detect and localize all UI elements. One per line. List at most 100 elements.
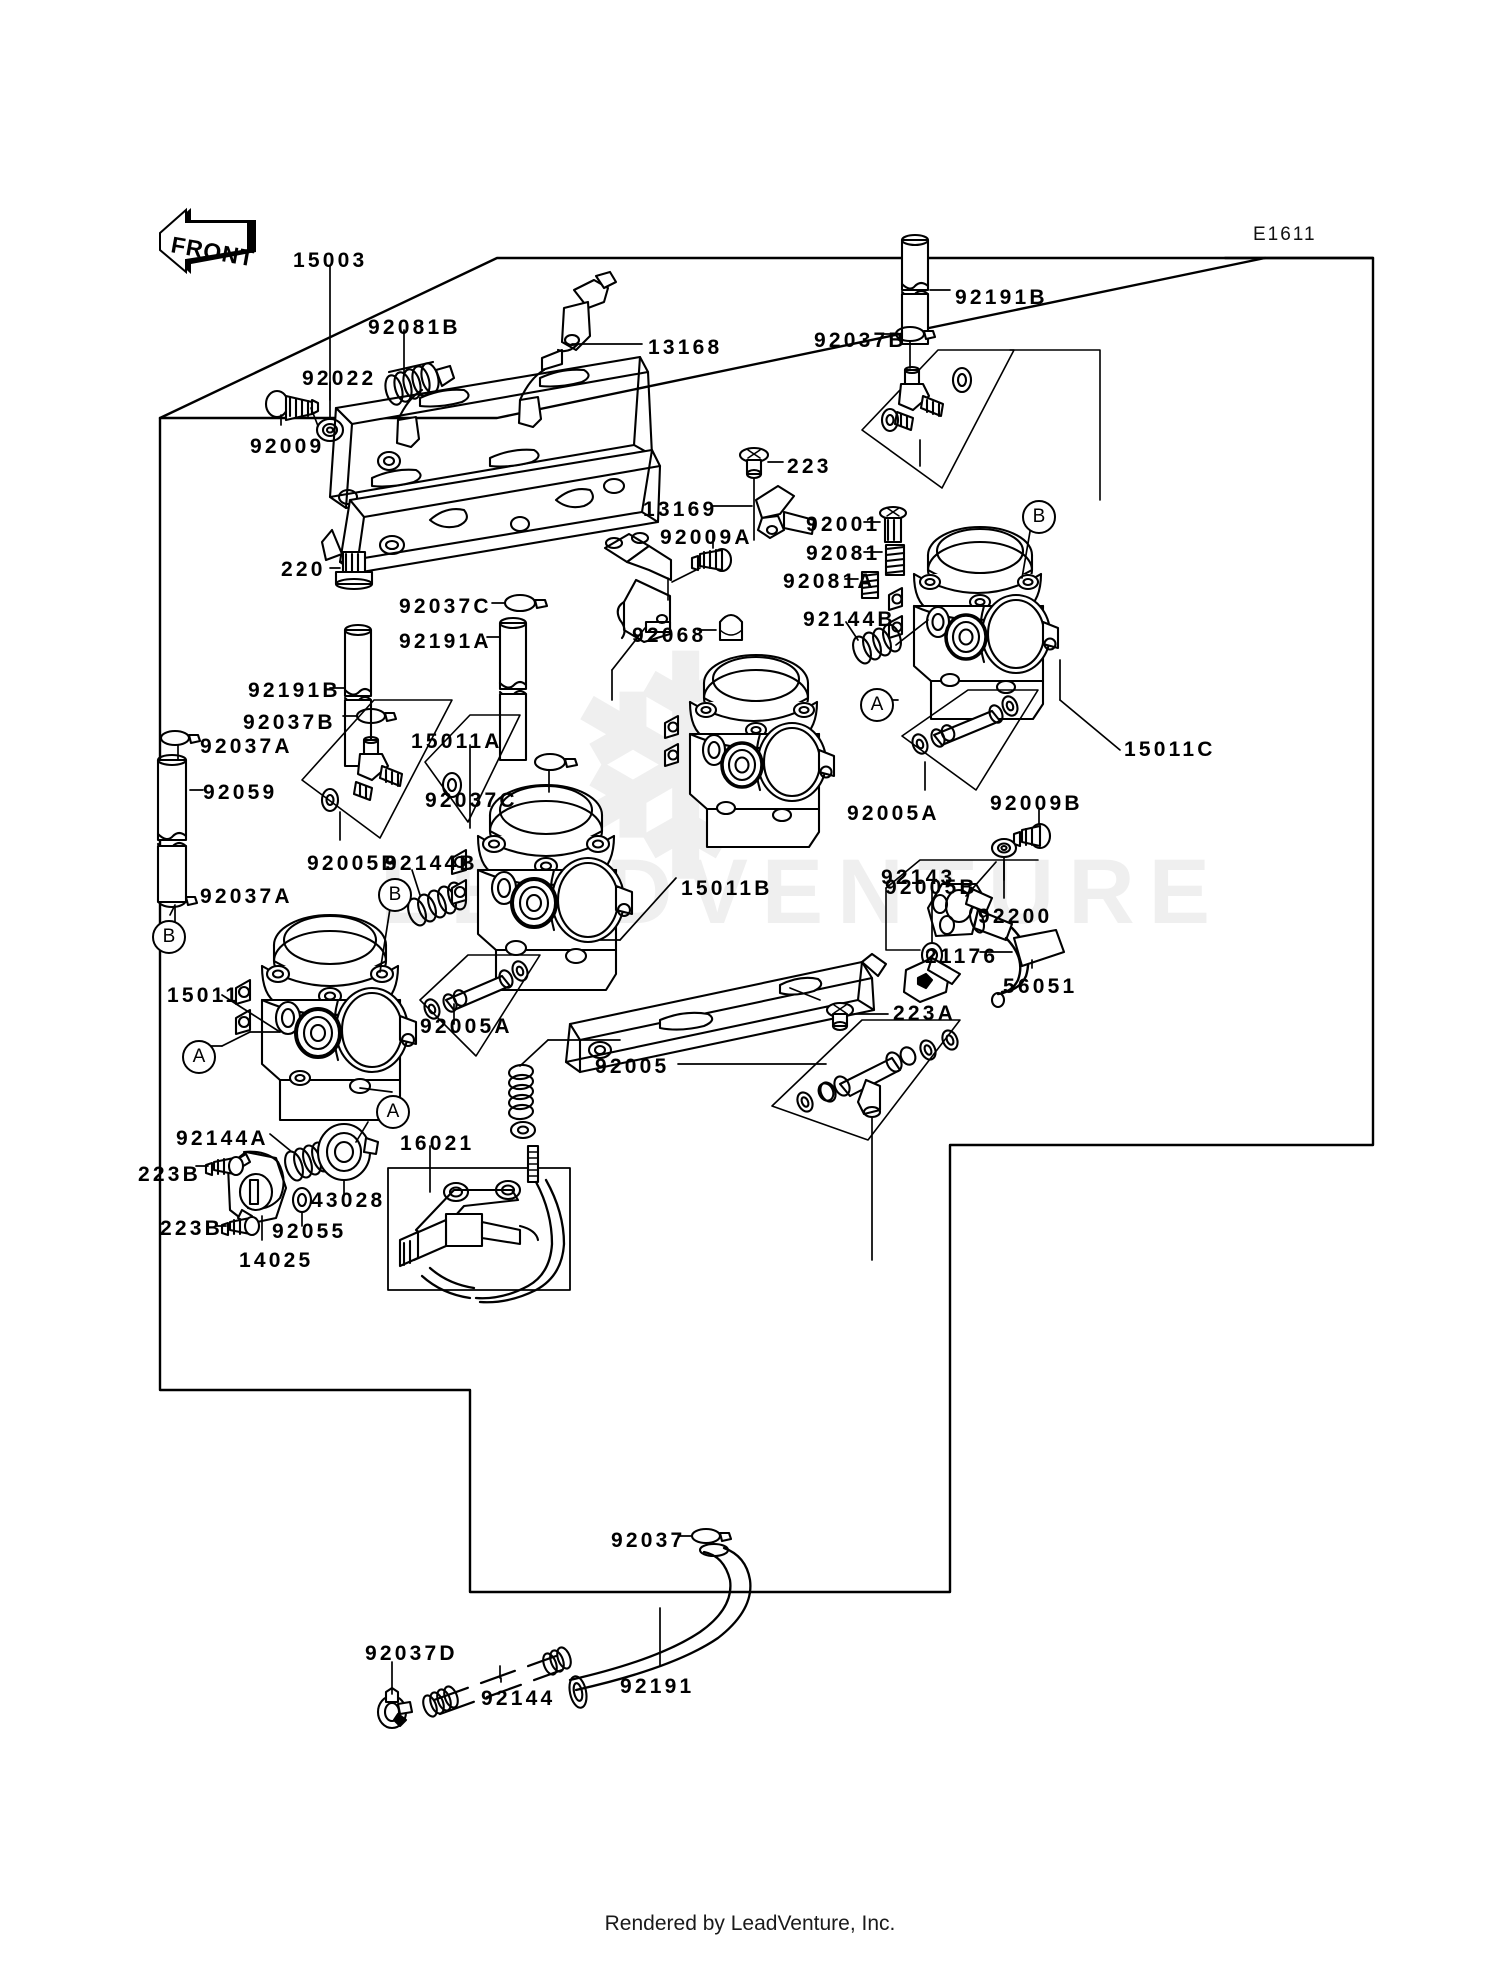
part-number-label-220[interactable]: 220 <box>281 558 326 581</box>
leader-92009A <box>671 533 714 583</box>
part-number-label-92009B[interactable]: 92009B <box>990 792 1083 815</box>
part-92144-hose <box>422 1646 572 1718</box>
leader-223 <box>753 461 784 541</box>
part-92005B-kit-left-panel2 <box>424 714 521 823</box>
callout-bubble-a[interactable]: A <box>860 688 894 722</box>
part-lower-rail <box>564 952 888 1074</box>
part-number-label-92068[interactable]: 92068 <box>632 624 707 647</box>
part-number-label-15011B[interactable]: 15011B <box>681 877 773 900</box>
part-15011-carb-left <box>234 913 418 1122</box>
leader-choke-rail <box>519 1039 621 1067</box>
leader-92022 <box>310 381 331 427</box>
part-number-label-13169[interactable]: 13169 <box>643 498 718 521</box>
part-number-label-92005B[interactable]: 92005B <box>885 876 978 899</box>
part-92009A-bolt <box>690 547 733 573</box>
part-throttle-bracket-mid <box>603 531 673 644</box>
part-number-label-92081B[interactable]: 92081B <box>368 316 461 339</box>
part-number-label-15011C[interactable]: 15011C <box>1124 738 1216 761</box>
part-number-label-92081[interactable]: 92081 <box>806 542 881 565</box>
part-number-label-92143[interactable]: 92143 <box>881 866 956 889</box>
figure-number: E1611 <box>1253 224 1317 245</box>
part-number-label-92009[interactable]: 92009 <box>250 435 325 458</box>
callout-bubble-b[interactable]: B <box>378 878 412 912</box>
part-number-label-223A[interactable]: 223A <box>893 1002 957 1025</box>
part-number-label-92037A[interactable]: 92037A <box>200 735 293 758</box>
part-number-label-92037C[interactable]: 92037C <box>399 595 492 618</box>
part-number-label-92005A[interactable]: 92005A <box>847 802 940 825</box>
part-number-label-92191A[interactable]: 92191A <box>399 630 492 653</box>
part-223B-screw-2 <box>220 1215 261 1237</box>
part-number-label-92200[interactable]: 92200 <box>978 905 1053 928</box>
part-number-label-223B[interactable]: 223B <box>138 1163 202 1186</box>
part-43028-diaphragm <box>316 1122 380 1182</box>
part-number-label-223B[interactable]: 223B <box>160 1217 224 1240</box>
part-number-label-92005A[interactable]: 92005A <box>420 1015 513 1038</box>
part-number-label-15003[interactable]: 15003 <box>293 249 368 272</box>
part-92037-clip <box>690 1527 733 1545</box>
part-92191A-tubes <box>498 616 528 762</box>
part-number-label-92037C[interactable]: 92037C <box>425 789 518 812</box>
part-92144B-spring-right <box>852 623 902 665</box>
footer-credit: Rendered by LeadVenture, Inc. <box>604 1912 896 1935</box>
callout-bubble-b[interactable]: B <box>1022 500 1056 534</box>
callout-bubble-a[interactable]: A <box>182 1040 216 1074</box>
part-number-label-92005B[interactable]: 92005B <box>307 852 400 875</box>
part-92037A-clip-top <box>159 729 202 747</box>
part-carb-right-upper <box>887 525 1060 721</box>
part-number-label-92144[interactable]: 92144 <box>481 1687 556 1710</box>
part-92009-bolt <box>264 389 320 422</box>
part-number-label-16021[interactable]: 16021 <box>400 1132 475 1155</box>
part-number-label-92144A[interactable]: 92144A <box>176 1127 269 1150</box>
part-92059-tubes <box>156 753 188 904</box>
part-92081B-spring <box>384 360 456 406</box>
part-92191B-right-tubes <box>900 233 930 346</box>
part-number-label-92009A[interactable]: 92009A <box>660 526 753 549</box>
part-number-label-92037A[interactable]: 92037A <box>200 885 293 908</box>
part-number-label-92059[interactable]: 92059 <box>203 781 278 804</box>
part-number-label-92022[interactable]: 92022 <box>302 367 377 390</box>
part-number-label-21176[interactable]: 21176 <box>925 945 999 968</box>
leader-92144B-right <box>845 619 929 646</box>
part-92005A-kit-right <box>901 689 1039 791</box>
part-number-label-43028[interactable]: 43028 <box>311 1189 386 1212</box>
part-number-label-92001[interactable]: 92001 <box>806 513 881 536</box>
part-92005A-kit-left <box>419 954 541 1057</box>
part-223-screw <box>738 446 770 480</box>
part-92037C-clip-1 <box>503 593 549 613</box>
part-number-label-92144B[interactable]: 92144B <box>803 608 896 631</box>
part-number-label-92191B[interactable]: 92191B <box>955 286 1048 309</box>
leader-92144A <box>269 1133 293 1153</box>
leader-92200 <box>965 859 1005 899</box>
part-number-label-92081A[interactable]: 92081A <box>783 570 876 593</box>
part-number-label-92037B[interactable]: 92037B <box>814 329 907 352</box>
part-number-label-15011A[interactable]: 15011A <box>411 730 503 753</box>
part-number-label-14025[interactable]: 14025 <box>239 1249 314 1272</box>
leader-92068-bracket <box>611 627 646 701</box>
part-number-label-92037D[interactable]: 92037D <box>365 1642 458 1665</box>
part-number-label-92037B[interactable]: 92037B <box>243 711 336 734</box>
leader-92037B-right <box>880 333 911 369</box>
part-number-label-92037[interactable]: 92037 <box>611 1529 686 1552</box>
part-92191-hose <box>568 1542 752 1709</box>
callout-bubble-b[interactable]: B <box>152 920 186 954</box>
part-number-label-92191[interactable]: 92191 <box>620 1675 695 1698</box>
part-number-label-223[interactable]: 223 <box>787 455 832 478</box>
part-220-bolt <box>334 550 374 591</box>
part-number-label-92144B[interactable]: 92144B <box>385 852 478 875</box>
part-223B-screw-1 <box>204 1155 245 1177</box>
part-number-label-56051[interactable]: 56051 <box>1003 975 1078 998</box>
part-15011C-carb-rightmid <box>663 653 836 849</box>
leader-92144B-left <box>411 869 421 896</box>
part-number-label-92055[interactable]: 92055 <box>272 1220 347 1243</box>
part-number-label-92005[interactable]: 92005 <box>595 1055 670 1078</box>
part-92081A-spring <box>860 570 880 600</box>
part-number-label-13168[interactable]: 13168 <box>648 336 723 359</box>
part-number-label-15011[interactable]: 15011 <box>167 984 241 1007</box>
part-13168-bracket <box>540 270 618 372</box>
part-92081-spring <box>884 543 906 577</box>
callout-bubble-a[interactable]: A <box>376 1095 410 1129</box>
part-number-label-92191B[interactable]: 92191B <box>248 679 341 702</box>
leader-15011B <box>599 877 677 941</box>
part-92037D-clamp <box>376 1686 414 1730</box>
